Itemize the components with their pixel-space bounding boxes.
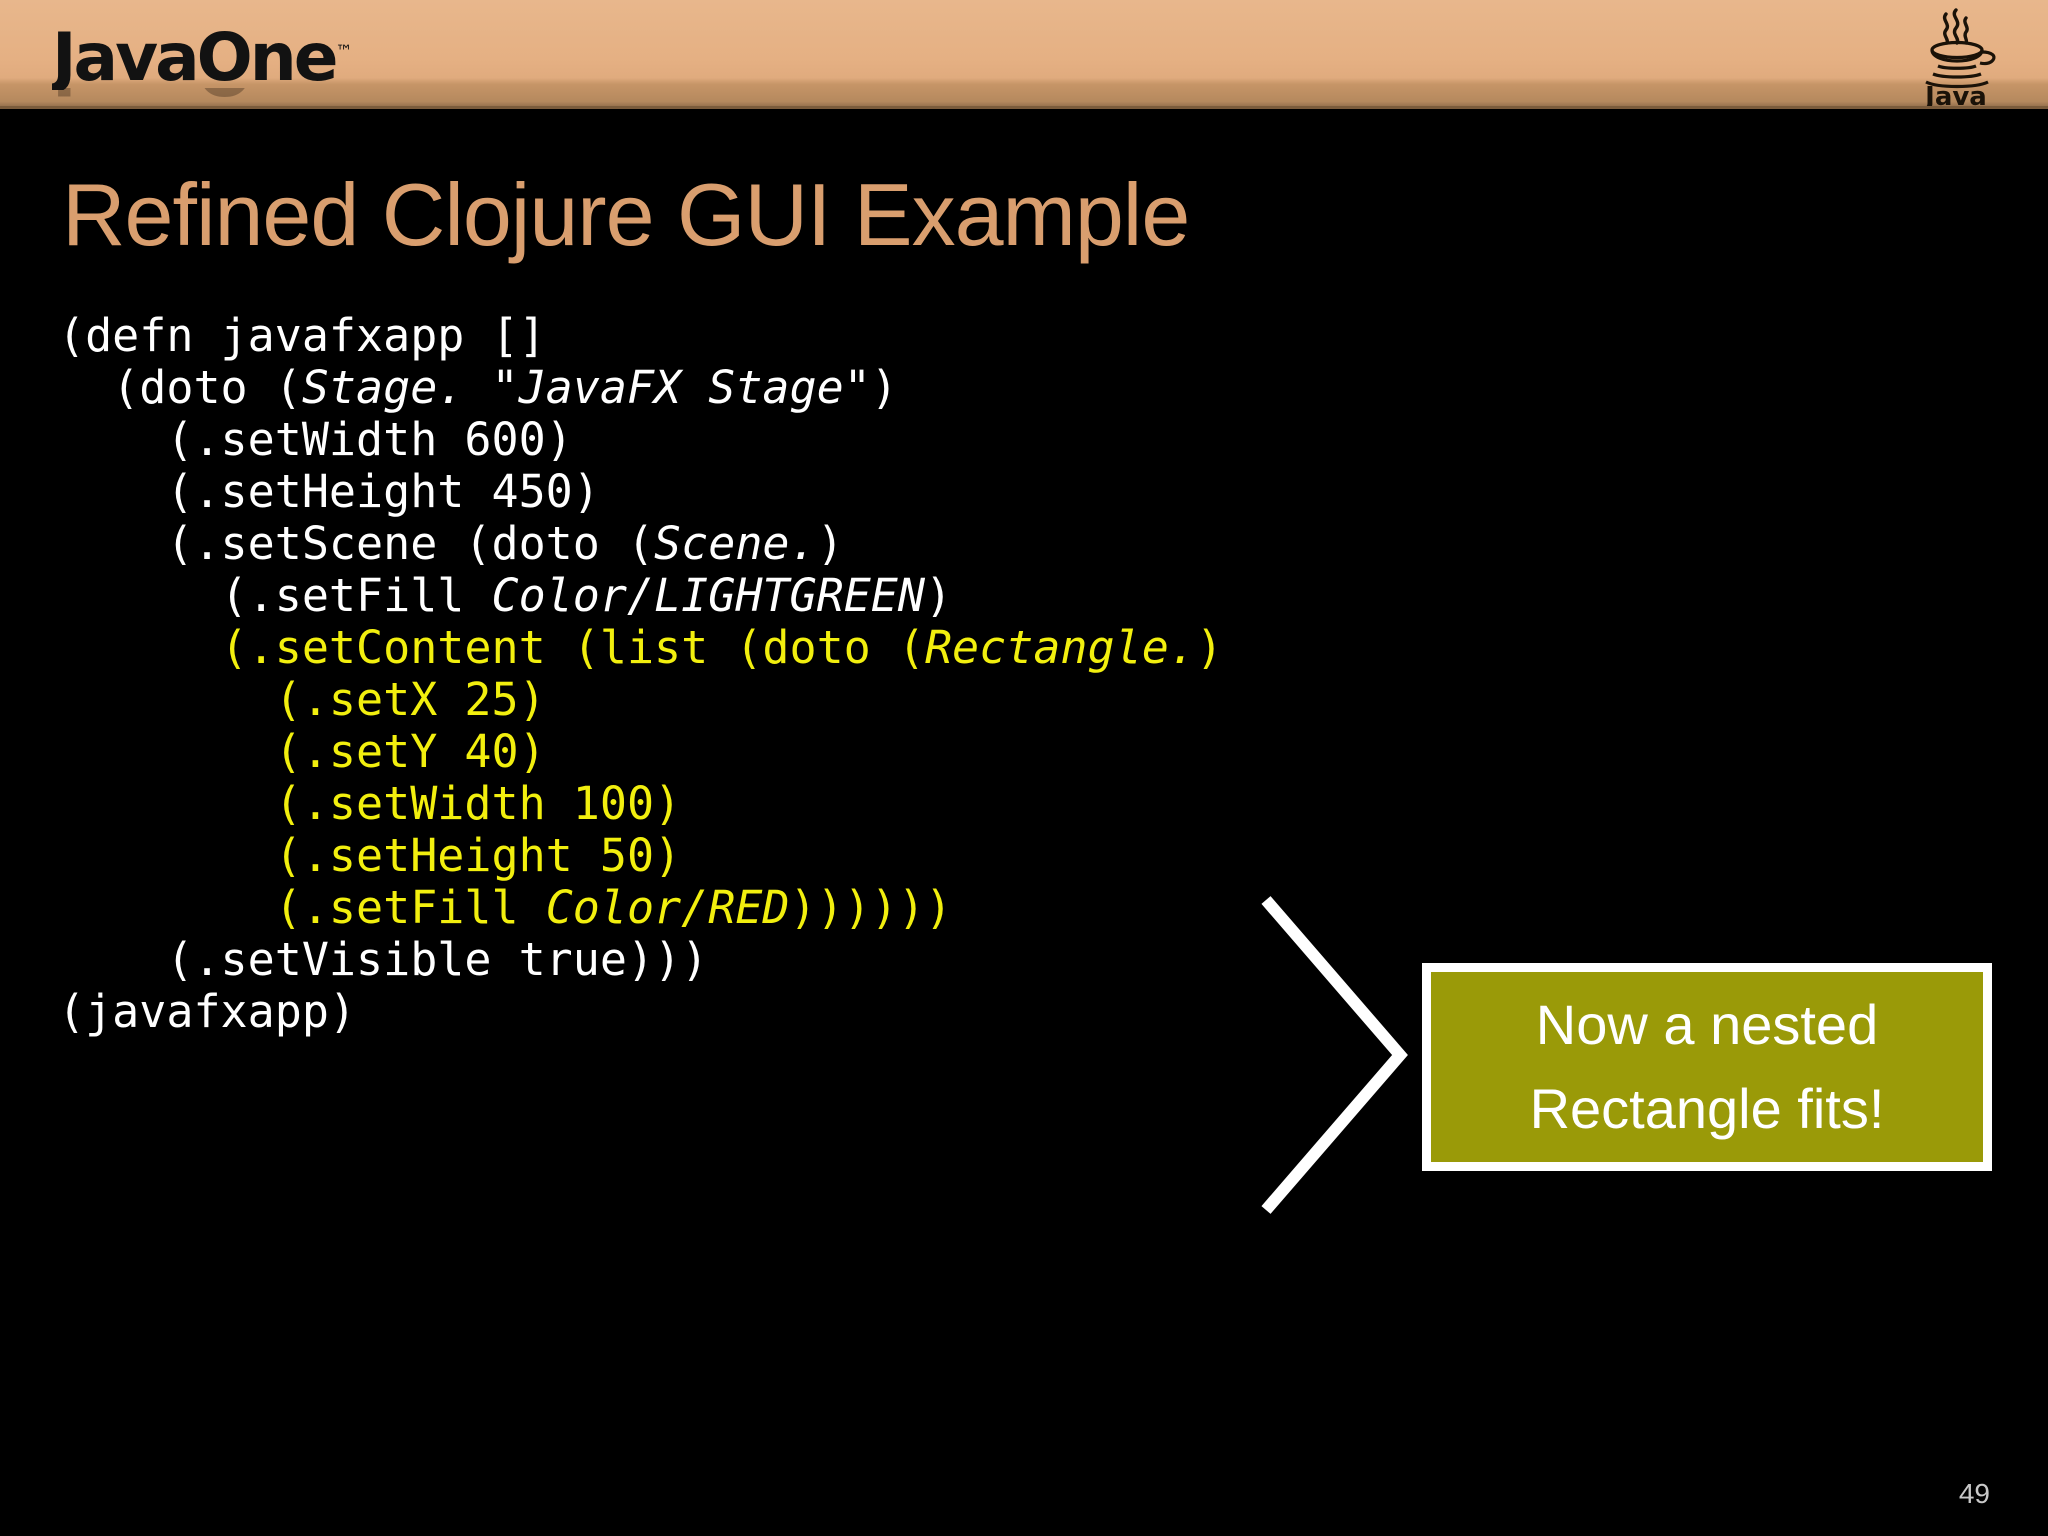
code-line: (.setY 40) xyxy=(58,726,1223,778)
code-token: (.setHeight 450) xyxy=(166,465,600,518)
code-token: ) xyxy=(1195,621,1223,674)
code-line: (.setFill Color/RED)))))) xyxy=(58,882,1223,934)
code-token: Scene. xyxy=(654,517,817,570)
code-indent xyxy=(58,881,275,934)
code-token: (defn javafxapp [] xyxy=(58,309,546,362)
code-line: (.setWidth 100) xyxy=(58,778,1223,830)
code-token: Rectangle. xyxy=(924,621,1196,674)
code-line: (.setHeight 450) xyxy=(58,466,1223,518)
code-token: (doto ( xyxy=(112,361,302,414)
code-token: (.setHeight 50) xyxy=(274,829,682,882)
callout-arrow xyxy=(1250,890,1450,1220)
code-token: )))))) xyxy=(789,881,953,934)
code-line: (.setHeight 50) xyxy=(58,830,1223,882)
java-cup-logo: Java xyxy=(1900,2,2012,106)
code-token: (.setScene (doto ( xyxy=(166,517,655,570)
code-token: (.setY 40) xyxy=(274,725,546,778)
callout-line-2: Rectangle fits! xyxy=(1529,1077,1885,1140)
page-number: 49 xyxy=(1958,1478,1990,1509)
header-divider xyxy=(0,106,2048,109)
javaone-logo: JavaOne™ xyxy=(52,14,382,91)
code-token: (.setFill xyxy=(274,881,546,934)
code-token: ) xyxy=(816,517,844,570)
code-token: (.setVisible true))) xyxy=(166,933,709,986)
callout-box: Now a nested Rectangle fits! xyxy=(1422,963,1992,1171)
code-token: Stage. "JavaFX Stage" xyxy=(301,361,871,414)
code-line: (.setX 25) xyxy=(58,674,1223,726)
code-indent xyxy=(58,673,275,726)
code-line: (.setContent (list (doto (Rectangle.) xyxy=(58,622,1223,674)
code-line: (.setScene (doto (Scene.) xyxy=(58,518,1223,570)
code-token: ) xyxy=(924,569,953,622)
code-indent xyxy=(58,465,166,518)
code-indent xyxy=(58,361,112,414)
javaone-trademark-icon: ™ xyxy=(335,42,353,62)
code-line: (.setFill Color/LIGHTGREEN) xyxy=(58,570,1223,622)
code-line: (javafxapp) xyxy=(58,986,1223,1038)
javaone-wordmark: JavaOne xyxy=(52,19,339,91)
code-token: (.setWidth 600) xyxy=(166,413,573,466)
javaone-logo-text: JavaOne™ xyxy=(52,19,353,91)
code-line: (doto (Stage. "JavaFX Stage") xyxy=(58,362,1223,414)
code-token: Color/LIGHTGREEN xyxy=(491,569,925,622)
code-line: (defn javafxapp [] xyxy=(58,310,1223,362)
code-token: (.setContent (list (doto ( xyxy=(220,621,925,674)
code-token: ) xyxy=(870,361,898,414)
code-line: (.setVisible true))) xyxy=(58,934,1223,986)
code-token: (.setX 25) xyxy=(274,673,546,726)
code-line: (.setWidth 600) xyxy=(58,414,1223,466)
code-block: (defn javafxapp [] (doto (Stage. "JavaFX… xyxy=(58,310,1223,1038)
code-indent xyxy=(58,413,166,466)
code-token: (.setWidth 100) xyxy=(274,777,682,830)
page-title: Refined Clojure GUI Example xyxy=(62,165,1190,264)
java-cup-icon: Java xyxy=(1923,8,1996,106)
javaone-reflection-text: JavaOne xyxy=(52,88,382,108)
code-indent xyxy=(58,569,221,622)
header-band xyxy=(0,0,2048,108)
code-indent xyxy=(58,621,221,674)
code-indent xyxy=(58,777,275,830)
code-indent xyxy=(58,933,166,986)
java-logo-text: Java xyxy=(1923,82,1987,106)
chevron-right-icon xyxy=(1261,896,1408,1214)
callout-line-1: Now a nested xyxy=(1535,993,1879,1056)
code-token: (.setFill xyxy=(220,569,492,622)
code-indent xyxy=(58,829,275,882)
code-indent xyxy=(58,725,275,778)
javaone-logo-reflection: JavaOne xyxy=(52,88,382,108)
code-token: (javafxapp) xyxy=(58,985,357,1038)
code-indent xyxy=(58,517,166,570)
code-token: Color/RED xyxy=(545,881,790,934)
